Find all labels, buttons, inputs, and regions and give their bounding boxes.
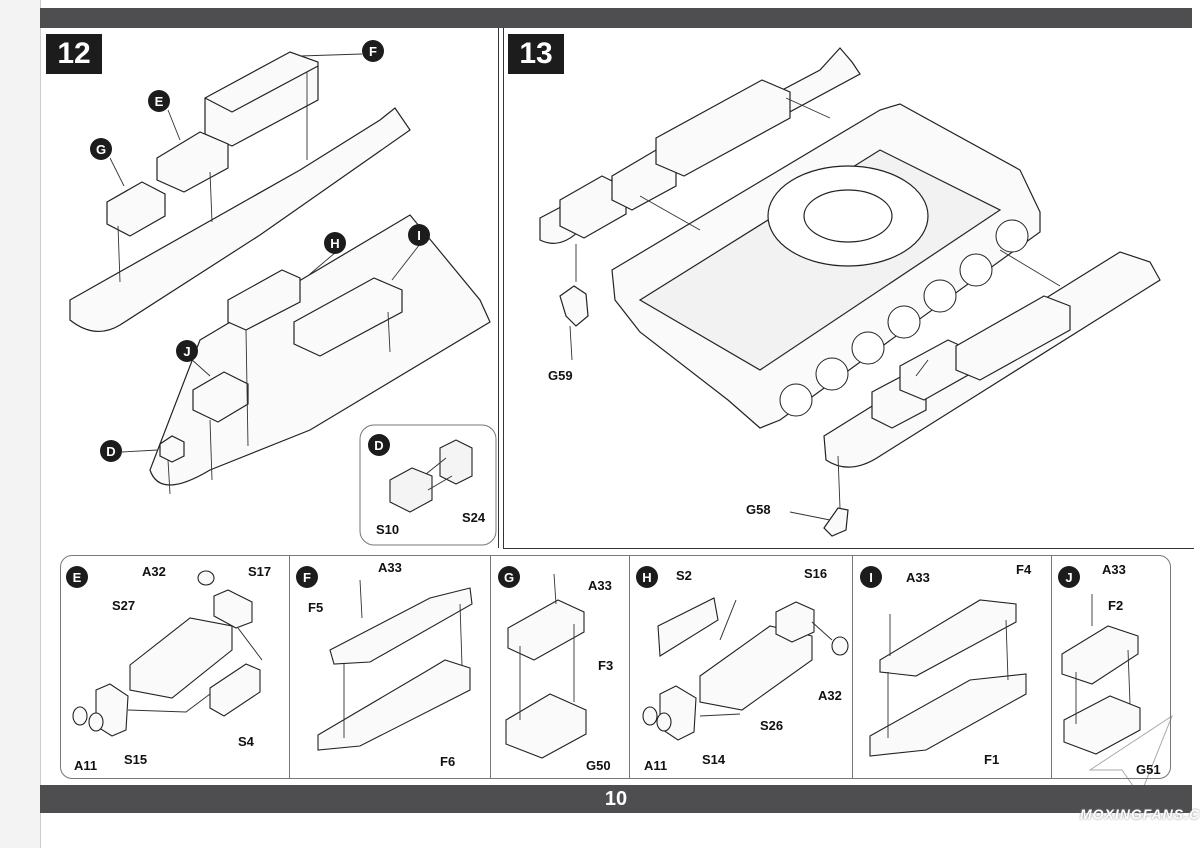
subassembly-e-callout: E: [66, 566, 88, 588]
part-label-h-s16: S16: [804, 566, 828, 581]
subassembly-i-panel: [852, 555, 1052, 779]
subassembly-g-callout: G: [498, 566, 520, 588]
part-label-j-a33: A33: [1102, 562, 1126, 577]
step-12-panel: 12: [40, 28, 499, 548]
part-label-e-s27: S27: [112, 598, 136, 613]
part-label-e-a11: A11: [74, 758, 98, 773]
step-12-callout-g: G: [90, 138, 112, 160]
part-label-i-f4: F4: [1016, 562, 1032, 577]
part-label-h-a32: A32: [818, 688, 842, 703]
part-label-f-a33: A33: [378, 560, 402, 575]
step-13-number: 13: [508, 34, 564, 74]
part-label-s10: S10: [376, 522, 400, 537]
subassembly-e-panel: [60, 555, 290, 779]
part-label-j-f2: F2: [1108, 598, 1124, 613]
watermark-text: MOXINGFANS.COM: [1080, 806, 1200, 822]
step-13-panel: 13: [503, 28, 1194, 549]
part-label-g-f3: F3: [598, 658, 614, 673]
subassembly-i-callout: I: [860, 566, 882, 588]
subassembly-j-callout: J: [1058, 566, 1080, 588]
step-12-callout-i: I: [408, 224, 430, 246]
booklet-binding-edge: [0, 0, 41, 848]
part-label-j-g51: G51: [1136, 762, 1161, 777]
part-label-f-f6: F6: [440, 754, 456, 769]
part-label-e-s4: S4: [238, 734, 254, 749]
part-label-g59: G59: [548, 368, 573, 383]
step-12-callout-d: D: [100, 440, 122, 462]
subassembly-f-panel: [289, 555, 491, 779]
part-label-g-g50: G50: [586, 758, 611, 773]
part-label-e-s17: S17: [248, 564, 272, 579]
step-12-number: 12: [46, 34, 102, 74]
part-label-e-a32: A32: [142, 564, 166, 579]
part-label-h-s14: S14: [702, 752, 726, 767]
subassembly-f-callout: F: [296, 566, 318, 588]
step-12-callout-h: H: [324, 232, 346, 254]
step-12-callout-f: F: [362, 40, 384, 62]
inset-d-callout: D: [368, 434, 390, 456]
part-label-i-a33: A33: [906, 570, 930, 585]
subassembly-h-panel: [629, 555, 853, 779]
part-label-i-f1: F1: [984, 752, 1000, 767]
step-12-callout-e: E: [148, 90, 170, 112]
part-label-g-a33: A33: [588, 578, 612, 593]
step-12-callout-j: J: [176, 340, 198, 362]
part-label-s24: S24: [462, 510, 486, 525]
header-bar: [40, 8, 1192, 28]
subassembly-j-panel: [1051, 555, 1171, 779]
part-label-e-s15: S15: [124, 752, 148, 767]
part-label-h-s2: S2: [676, 568, 692, 583]
part-label-f-f5: F5: [308, 600, 324, 615]
footer-bar: 10: [40, 785, 1192, 813]
part-label-h-s26: S26: [760, 718, 784, 733]
page-number: 10: [604, 787, 628, 810]
part-label-h-a11: A11: [644, 758, 668, 773]
subassembly-h-callout: H: [636, 566, 658, 588]
part-label-g58: G58: [746, 502, 771, 517]
